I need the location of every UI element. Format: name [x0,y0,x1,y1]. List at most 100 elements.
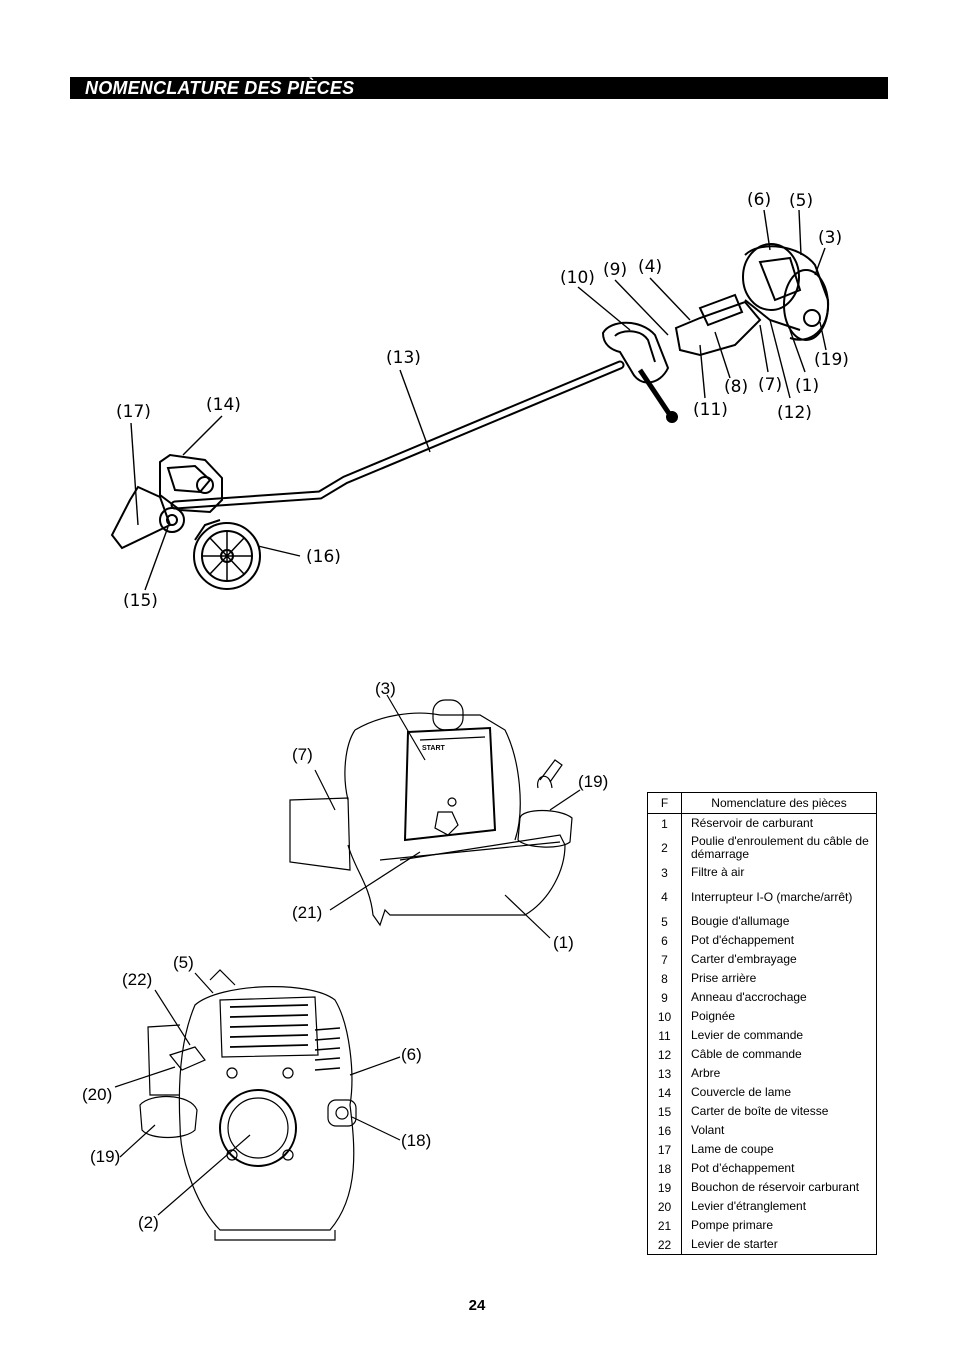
part-name: Levier d'étranglement [681,1197,877,1216]
part-number: 16 [647,1121,682,1140]
part-name: Couvercle de lame [681,1083,877,1102]
callout-label: (11) [693,400,728,420]
part-number: 3 [647,863,682,882]
callout-label: (13) [386,348,421,368]
callout-label: (19) [814,350,849,370]
part-number: 9 [647,988,682,1007]
callout-label: (3) [818,228,842,248]
callout-label: (3) [375,679,396,698]
callout-label: (1) [795,376,819,396]
part-number: 11 [647,1026,682,1045]
part-number: 10 [647,1007,682,1026]
table-header-row: F Nomenclature des pièces [647,792,877,814]
part-name: Pompe primare [681,1216,877,1235]
callout-label: (7) [292,745,313,764]
callout-label: (14) [206,395,241,415]
part-name: Volant [681,1121,877,1140]
column-header-number: F [647,792,682,814]
column-header-name: Nomenclature des pièces [681,792,877,814]
part-number: 5 [647,912,682,931]
part-name: Carter de boîte de vitesse [681,1102,877,1121]
callout-label: (9) [603,260,627,280]
part-name: Interrupteur I-O (marche/arrêt) [681,882,877,912]
part-name: Bougie d'allumage [681,912,877,931]
callout-label: (20) [82,1085,112,1104]
callout-label: (6) [747,190,771,210]
part-number: 2 [647,833,682,863]
part-number: 14 [647,1083,682,1102]
callout-label: (10) [560,268,595,288]
section-title-bar: NOMENCLATURE DES PIÈCES [70,77,888,99]
callout-label: (21) [292,903,322,922]
part-number: 18 [647,1159,682,1178]
part-name: Carter d'embrayage [681,950,877,969]
callout-label: (19) [90,1147,120,1166]
callout-label: (5) [789,191,813,211]
part-number: 17 [647,1140,682,1159]
callout-label: (18) [401,1131,431,1150]
page-number: 24 [468,1297,486,1314]
part-number: 4 [647,882,682,912]
part-number: 12 [647,1045,682,1064]
engine-side-diagram: START (3) (7) (19) (21) (1) [289,679,608,952]
part-name: Poulie d'enroulement du câble de démarra… [681,833,877,863]
part-number: 8 [647,969,682,988]
callout-label: (12) [777,403,812,423]
part-number: 22 [647,1235,682,1255]
callout-label: (15) [123,591,158,611]
part-number: 19 [647,1178,682,1197]
callout-label: (5) [173,953,194,972]
part-number: 6 [647,931,682,950]
part-name: Poignée [681,1007,877,1026]
callout-label: (8) [724,377,748,397]
part-name: Câble de commande [681,1045,877,1064]
section-title: NOMENCLATURE DES PIÈCES [85,78,355,98]
part-number: 15 [647,1102,682,1121]
part-number: 7 [647,950,682,969]
callout-label: (4) [638,257,662,277]
part-number: 21 [647,1216,682,1235]
part-name: Lame de coupe [681,1140,877,1159]
callout-label: (7) [758,375,782,395]
callout-label: (22) [122,970,152,989]
callout-label: (19) [578,772,608,791]
part-number: 1 [647,813,682,833]
part-name: Prise arrière [681,969,877,988]
part-name: Arbre [681,1064,877,1083]
callout-label: (1) [553,933,574,952]
part-name: Anneau d'accrochage [681,988,877,1007]
callout-label: (16) [306,547,341,567]
part-name: Filtre à air [681,863,877,882]
callout-label: (17) [116,402,151,422]
part-name: Réservoir de carburant [681,813,877,833]
callout-label: (6) [401,1045,422,1064]
callout-label: (2) [138,1213,159,1232]
start-marking: START [422,745,446,752]
part-name: Levier de starter [681,1235,877,1255]
engine-front-diagram: (5) (22) (6) (20) (18) (19) (2) [82,953,431,1241]
part-number: 13 [647,1064,682,1083]
part-name: Pot d’échappement [681,1159,877,1178]
edger-assembly-diagram: (6) (5) (3) (10) (9) (4) (13) (19) (8) (… [110,190,849,611]
